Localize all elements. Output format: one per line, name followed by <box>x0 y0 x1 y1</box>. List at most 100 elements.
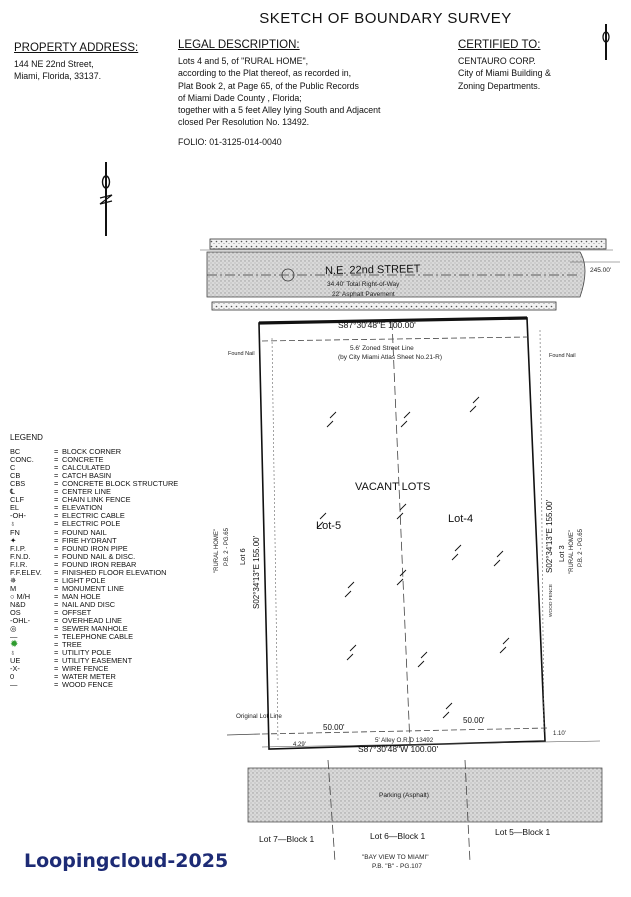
legend-abbr: -OHL- <box>10 616 31 626</box>
certified-to-block: CERTIFIED TO: CENTAURO CORP. City of Mia… <box>458 39 551 92</box>
legal-description-heading: LEGAL DESCRIPTION: <box>178 39 300 51</box>
legend-desc: FINISHED FLOOR ELEVATION <box>62 567 167 577</box>
legend-row: ℄=CENTER LINE <box>10 487 111 497</box>
zoned-street-line-label: 5.6' Zoned Street Line <box>350 345 414 352</box>
certified-line-1: CENTAURO CORP. <box>458 56 536 66</box>
property-address-block: PROPERTY ADDRESS: 144 NE 22nd Street, Mi… <box>14 42 138 83</box>
parking-area <box>247 767 603 823</box>
property-address-line-2: Miami, Florida, 33137. <box>14 71 102 82</box>
legend-desc: CATCH BASIN <box>62 471 112 481</box>
rural-home-east: "RURAL HOME" <box>569 530 575 574</box>
block-lot-6: Lot 6—Block 1 <box>370 831 426 841</box>
folio-number: FOLIO: 01-3125-014-0040 <box>178 136 282 147</box>
wood-fence-icon: — <box>10 680 18 690</box>
wire-fence-icon: -X- <box>10 664 20 674</box>
lot-5-label: Lot-5 <box>316 520 341 532</box>
legend-abbr: -OH- <box>10 511 27 521</box>
legend-abbr: F.F.ELEV. <box>10 567 42 577</box>
certified-line-3: Zoning Departments. <box>458 80 541 91</box>
legend-row: 0=WATER METER <box>10 672 116 682</box>
property-boundary <box>258 317 546 750</box>
centerline-icon <box>281 268 295 282</box>
legend-row: BC=BLOCK CORNER <box>10 447 122 457</box>
asphalt-label: 22' Asphalt Pavement <box>332 291 395 298</box>
legend-row: CLF=CHAIN LINK FENCE <box>10 495 131 505</box>
legend-desc: MAN HOLE <box>62 591 101 601</box>
legend-desc: FOUND NAIL & DISC. <box>62 551 136 561</box>
north-sidewalk <box>209 238 607 250</box>
interior-lot-line <box>391 320 411 746</box>
lot-4-label: Lot-4 <box>448 513 473 525</box>
monument-icon: M <box>10 583 17 593</box>
centerline-icon: ℄ <box>10 487 15 497</box>
south-lot-line <box>327 759 336 863</box>
wood-fence-label: WOOD FENCE <box>548 584 554 617</box>
found-nail-east: Found Nail <box>549 353 576 359</box>
legend-row: CBS=CONCRETE BLOCK STRUCTURE <box>10 479 179 489</box>
zoned-street-line <box>261 336 529 342</box>
legend-desc: OVERHEAD LINE <box>62 616 122 626</box>
original-lot-line <box>226 733 261 736</box>
legal-line-2: according to the Plat thereof, as record… <box>178 68 352 79</box>
legend-row: F.I.R.=FOUND IRON REBAR <box>10 559 137 569</box>
legend-desc: CONCRETE <box>62 455 104 465</box>
legend-abbr: FN <box>10 527 20 537</box>
legend-row: C=CALCULATED <box>10 463 111 473</box>
legend-abbr: CLF <box>10 495 24 505</box>
legend-desc: MONUMENT LINE <box>62 583 124 593</box>
electric-pole-icon: ♁ <box>10 519 16 529</box>
utility-pole-icon: ♁ <box>10 648 16 658</box>
property-address-line-1: 144 NE 22nd Street, <box>14 59 94 69</box>
north-bearing: S87°30'48"E 100.00' <box>338 320 416 330</box>
legend-row: UE=UTILITY EASEMENT <box>10 656 133 666</box>
legend: LEGEND BC=BLOCK CORNER CONC.=CONCRETE C=… <box>10 433 179 690</box>
legend-row: FN=FOUND NAIL <box>10 527 107 537</box>
legend-row: ♁=UTILITY POLE <box>10 648 112 658</box>
legend-row: OS=OFFSET <box>10 607 92 617</box>
alley-line <box>261 727 549 735</box>
legend-desc: ELECTRIC POLE <box>62 519 121 529</box>
legend-desc: FOUND IRON REBAR <box>62 559 137 569</box>
property-address-heading: PROPERTY ADDRESS: <box>14 42 139 54</box>
parking-label: Parking (Asphalt) <box>379 792 429 799</box>
south-west-dimension: 50.00' <box>323 723 345 732</box>
legend-row: ♁=ELECTRIC POLE <box>10 519 121 529</box>
legend-row: —=TELEPHONE CABLE <box>10 632 134 642</box>
legend-desc: BLOCK CORNER <box>62 447 122 457</box>
legend-row: -OH-=ELECTRIC CABLE <box>10 511 125 521</box>
tree-icon: ✹ <box>10 639 19 651</box>
legend-desc: TELEPHONE CABLE <box>62 632 134 642</box>
legend-desc: WIRE FENCE <box>62 664 109 674</box>
legend-desc: CONCRETE BLOCK STRUCTURE <box>62 479 179 489</box>
legend-row: —=WOOD FENCE <box>10 680 113 690</box>
tree-markers <box>316 396 510 719</box>
legend-abbr: OS <box>10 607 21 617</box>
legal-description-block: LEGAL DESCRIPTION: Lots 4 and 5, of "RUR… <box>178 39 380 148</box>
water-meter-icon: 0 <box>10 672 15 682</box>
west-bearing: S02°34'13"E 155.00' <box>252 535 261 609</box>
legend-desc: WATER METER <box>62 672 116 682</box>
legend-abbr: UE <box>10 656 21 666</box>
light-pole-icon: ✵ <box>10 575 17 585</box>
bayview-subdivision: "BAY VIEW TO MIAMI" <box>362 854 429 861</box>
legal-line-3: Plat Book 2, at Page 65, of the Public R… <box>178 80 359 91</box>
original-lot-line-label: Original Lot Line <box>236 713 282 720</box>
north-property-line <box>258 316 528 325</box>
legend-abbr: CONC. <box>10 455 34 465</box>
right-of-way-label: 34.40' Total Right-of-Way <box>327 281 400 288</box>
south-bearing: S87°30'48"W 100.00' <box>358 744 438 754</box>
legend-desc: SEWER MANHOLE <box>62 624 128 634</box>
telephone-cable-icon: — <box>10 632 18 642</box>
rural-home-west: "RURAL HOME" <box>214 529 220 573</box>
legend-desc: FOUND NAIL <box>62 527 107 537</box>
legend-desc: OFFSET <box>62 607 92 617</box>
legend-abbr: BC <box>10 447 21 457</box>
legal-line-1: Lots 4 and 5, of "RURAL HOME", <box>178 56 309 66</box>
legal-line-6: closed Per Resolution No. 13492. <box>178 117 310 128</box>
alley-label: 5' Alley O.R.D 13492 <box>375 737 434 744</box>
legend-row: ✦=FIRE HYDRANT <box>10 535 117 545</box>
legend-desc: TREE <box>62 640 82 650</box>
legend-desc: WOOD FENCE <box>62 680 113 690</box>
legal-line-4: of Miami Dade County , Florida; <box>178 92 302 103</box>
